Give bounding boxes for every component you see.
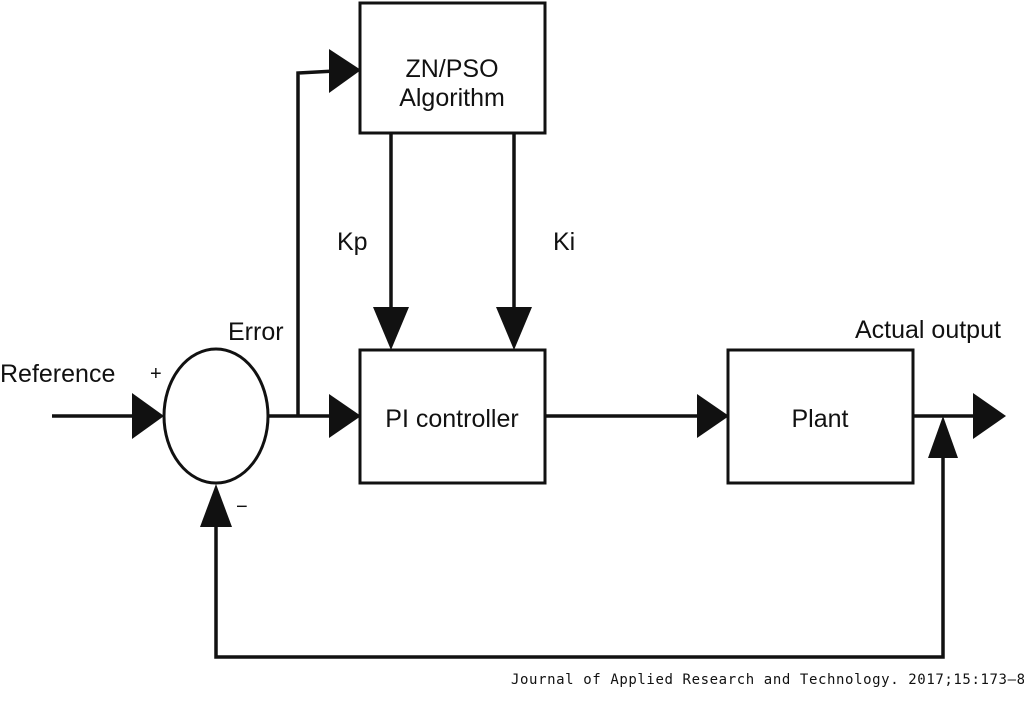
pi-controller-label: PI controller [385,405,518,433]
ki-label: Ki [553,228,575,256]
error-arrowhead [329,394,361,438]
kp-arrowhead [373,307,409,350]
source-caption: Journal of Applied Research and Technolo… [511,672,1024,688]
reference-label: Reference [0,360,115,388]
algorithm-arrowhead [329,49,361,93]
algorithm-label-line2: Algorithm [399,84,505,112]
pi-controller-block [358,348,547,485]
summing-junction [162,347,270,485]
plus-sign: + [150,363,162,385]
error-branch-line [296,69,336,416]
minus-sign: − [236,496,248,518]
reference-arrowhead [132,393,164,439]
plant-label: Plant [792,405,849,433]
plant-arrowhead [697,394,729,438]
output-arrowhead [973,393,1006,439]
zn-pso-algorithm-block [358,1,547,135]
feedback-arrowhead [200,484,232,527]
kp-label: Kp [337,228,368,256]
ki-arrowhead [496,307,532,350]
actual-output-label: Actual output [855,316,1001,344]
plant-block [726,348,915,485]
feedback-line [214,445,945,659]
error-label: Error [228,318,284,346]
algorithm-label-line1: ZN/PSO [405,55,498,83]
feedback-takeoff-arrowhead [928,416,958,458]
